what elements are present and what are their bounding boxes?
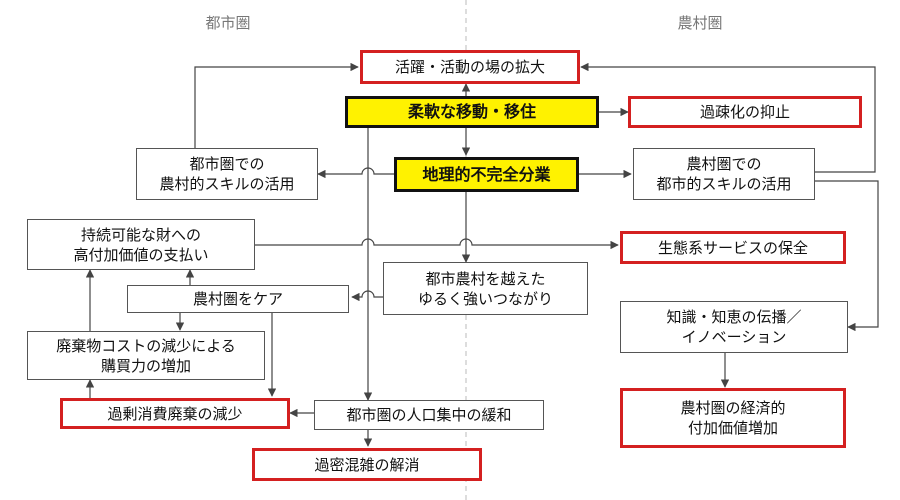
- node-sustainable-payment: 持続可能な財への 高付加価値の支払い: [27, 219, 255, 270]
- arrow-ties-to-care: [351, 290, 383, 302]
- node-geographic-division: 地理的不完全分業: [394, 157, 579, 192]
- node-congestion-resolution: 過密混雑の解消: [252, 448, 482, 481]
- node-rural-skills-in-urban: 都市圏での 農村的スキルの活用: [136, 148, 318, 200]
- arrow-urban-skills-to-knowledge: [815, 180, 879, 332]
- node-waste-cost-purchasing: 廃棄物コストの減少による 購買力の増加: [27, 331, 265, 380]
- rural-region-label: 農村圏: [677, 14, 723, 32]
- node-urban-skills-in-rural: 農村圏での 都市的スキルの活用: [633, 148, 815, 200]
- arrow-payment-to-ecosystem: [255, 238, 619, 250]
- node-expand-activity: 活躍・活動の場の拡大: [360, 50, 580, 84]
- arrow-division-to-rural-skills: [317, 167, 394, 179]
- node-flexible-migration: 柔軟な移動・移住: [345, 96, 599, 128]
- node-rural-value-increase: 農村圏の経済的 付加価値増加: [620, 388, 846, 448]
- node-suppress-depopulation: 過疎化の抑止: [628, 96, 862, 128]
- arrow-rural-skills-to-activity: [194, 62, 359, 148]
- arrow-urban-skills-to-activity: [580, 62, 876, 173]
- node-ecosystem-conservation: 生態系サービスの保全: [620, 231, 846, 264]
- node-urban-rural-ties: 都市農村を越えた ゆるく強いつながり: [383, 262, 588, 315]
- node-urban-concentration-relief: 都市圏の人口集中の緩和: [314, 400, 544, 430]
- node-overconsumption-reduction: 過剰消費廃棄の減少: [60, 398, 290, 429]
- urban-region-label: 都市圏: [205, 14, 251, 32]
- node-care-rural: 農村圏をケア: [127, 285, 349, 313]
- node-knowledge-innovation: 知識・知恵の伝播／ イノベーション: [620, 301, 848, 353]
